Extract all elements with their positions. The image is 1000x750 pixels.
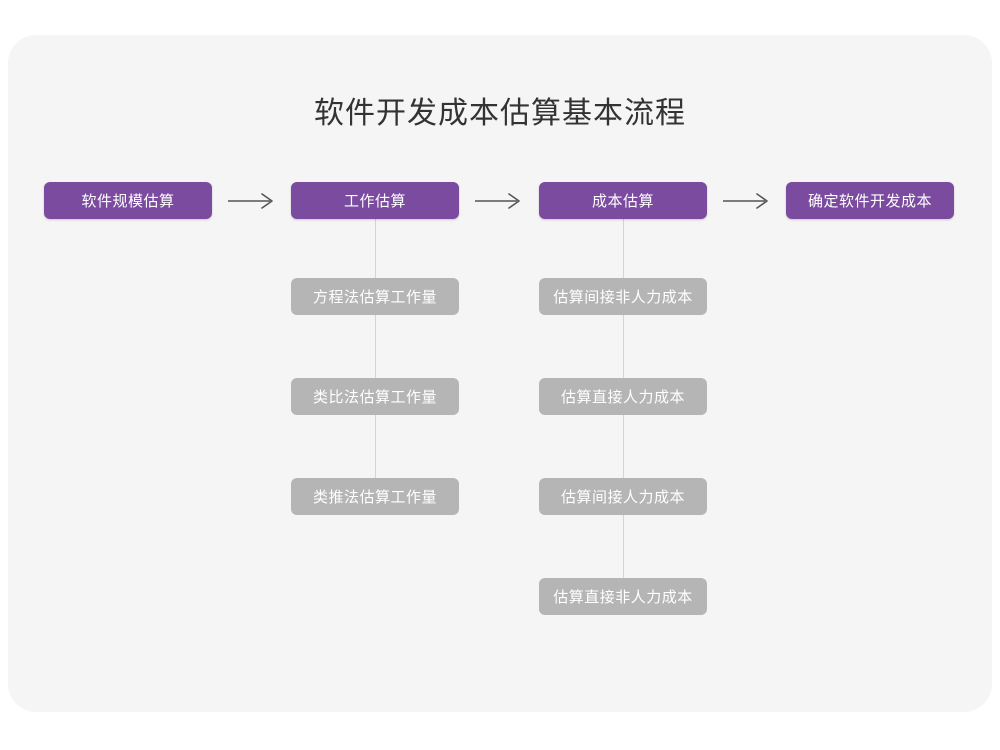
branch-node-effort-analogy-method[interactable]: 类比法估算工作量 <box>291 378 459 415</box>
flow-node-determine-development-cost[interactable]: 确定软件开发成本 <box>786 182 954 219</box>
arrow-right-icon <box>226 190 278 212</box>
arrow-right-icon <box>473 190 525 212</box>
branch-node-cost-direct-labor[interactable]: 估算直接人力成本 <box>539 378 707 415</box>
flow-node-cost-estimation[interactable]: 成本估算 <box>539 182 707 219</box>
branch-node-cost-indirect-labor[interactable]: 估算间接人力成本 <box>539 478 707 515</box>
flow-node-software-scale-estimation[interactable]: 软件规模估算 <box>44 182 212 219</box>
arrow-right-icon <box>721 190 773 212</box>
branch-node-effort-equation-method[interactable]: 方程法估算工作量 <box>291 278 459 315</box>
branch-connector-line-effort <box>375 219 376 499</box>
branch-node-effort-inference-method[interactable]: 类推法估算工作量 <box>291 478 459 515</box>
diagram-title: 软件开发成本估算基本流程 <box>314 97 686 130</box>
branch-node-cost-direct-nonlabor[interactable]: 估算直接非人力成本 <box>539 578 707 615</box>
branch-node-cost-indirect-nonlabor[interactable]: 估算间接非人力成本 <box>539 278 707 315</box>
diagram-card <box>8 35 992 712</box>
flow-node-effort-estimation[interactable]: 工作估算 <box>291 182 459 219</box>
